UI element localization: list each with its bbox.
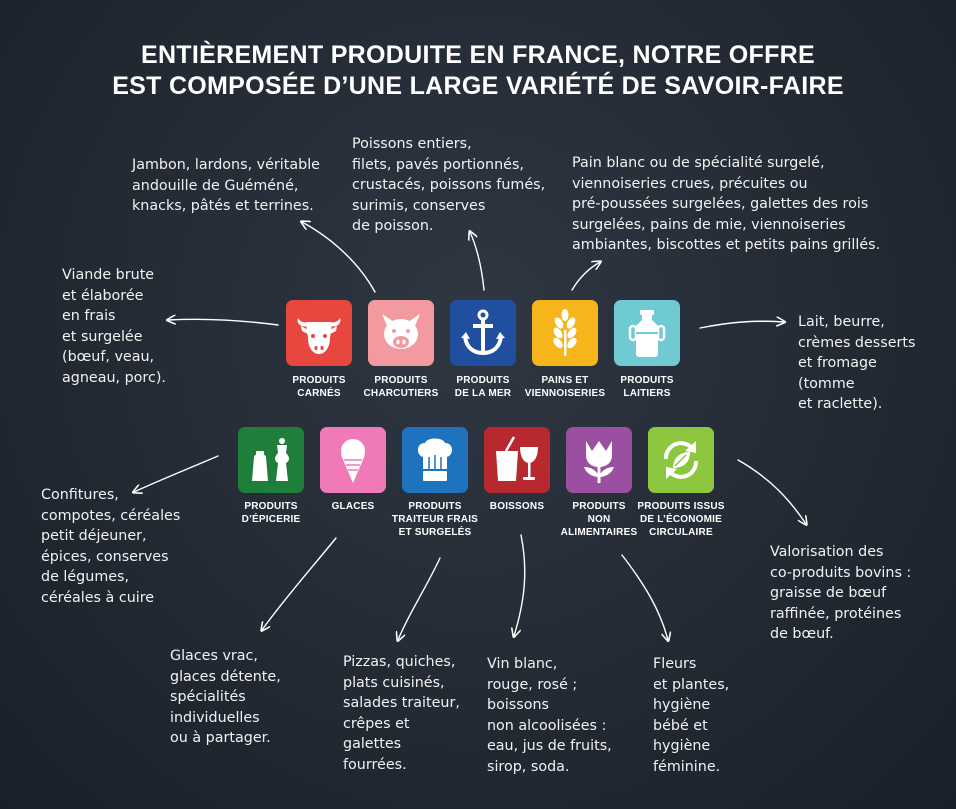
desc-pains: Pain blanc ou de spécialité surgelé, vie… [572,155,881,253]
label-produits-laitiers: PRODUITS LAITIERS [620,375,674,399]
desc-non-alimentaires: Fleurs et plantes, hygiène bébé et hygiè… [653,656,730,775]
drinks-icon [496,436,538,481]
produits-laitiers-tile [614,300,680,366]
desc-epicerie: Confitures, compotes, céréales petit déj… [41,487,181,606]
arrow-boissons [514,534,526,636]
boissons-tile [484,427,550,493]
title-line-1: ENTIÈREMENT PRODUITE EN FRANCE, NOTRE OF… [140,41,816,69]
arrow-charcuterie [302,222,376,293]
desc-boissons: Vin blanc, rouge, rosé ; boissons non al… [487,656,612,775]
flower-icon [584,441,614,483]
label-traiteur: PRODUITS TRAITEUR FRAIS ET SURGELÉS [391,501,479,538]
produits-charcutiers-tile [368,300,434,366]
cow-head-icon [297,318,341,354]
label-glaces: GLACES [331,501,375,512]
arrow-laitiers [699,321,784,329]
anchor-icon [461,309,505,356]
label-produits-charcutiers: PRODUITS CHARCUTIERS [363,375,439,399]
arrow-pains [571,262,600,291]
desc-economie: Valorisation des co-produits bovins : gr… [770,544,912,642]
label-pains-viennoiseries: PAINS ET VIENNOISERIES [524,375,606,399]
desc-laitiers: Lait, beurre, crèmes desserts et fromage… [798,314,916,412]
pains-viennoiseries-tile [532,300,598,366]
ice-cream-cone-icon [341,439,365,483]
produits-de-la-mer-tile [450,300,516,366]
desc-charcuterie: Jambon, lardons, véritable andouille de … [132,157,320,214]
milk-can-icon [628,310,666,357]
non-alimentaires-tile [566,427,632,493]
desc-viande: Viande brute et élaborée en frais et sur… [62,267,166,386]
arrow-traiteur [398,557,441,640]
desc-glaces: Glaces vrac, glaces détente, spécialités… [170,648,281,746]
label-boissons: BOISSONS [489,501,545,512]
arrow-economie [737,459,806,524]
recycle-leaf-icon [664,441,698,479]
arrow-mer [470,232,485,291]
label-economie-circulaire: PRODUITS ISSUS DE L’ÉCONOMIE CIRCULAIRE [637,501,725,538]
desc-mer: Poissons entiers, filets, pavés portionn… [352,136,546,234]
page-title: ENTIÈREMENT PRODUITE EN FRANCE, NOTRE OF… [0,40,956,102]
pig-head-icon [382,314,420,349]
label-non-alimentaires: PRODUITS NON ALIMENTAIRES [560,501,638,538]
wheat-icon [553,309,577,356]
economie-circulaire-tile [648,427,714,493]
title-line-2: EST COMPOSÉE D’UNE LARGE VARIÉTÉ DE SAVO… [112,72,844,100]
chef-hat-icon [417,438,453,481]
arrow-non-alimentaires [621,554,668,640]
salt-pepper-icon [252,438,289,481]
produits-carnes-tile [286,300,352,366]
arrow-viande [168,319,279,326]
desc-traiteur: Pizzas, quiches, plats cuisinés, salades… [343,654,460,773]
label-produits-de-la-mer: PRODUITS DE LA MER [454,375,512,399]
arrow-glaces [262,537,337,630]
traiteur-tile [402,427,468,493]
glaces-tile [320,427,386,493]
produits-epicerie-tile [238,427,304,493]
arrow-epicerie [134,455,219,492]
label-produits-epicerie: PRODUITS D’ÉPICERIE [241,501,301,525]
label-produits-carnes: PRODUITS CARNÉS [292,375,346,399]
